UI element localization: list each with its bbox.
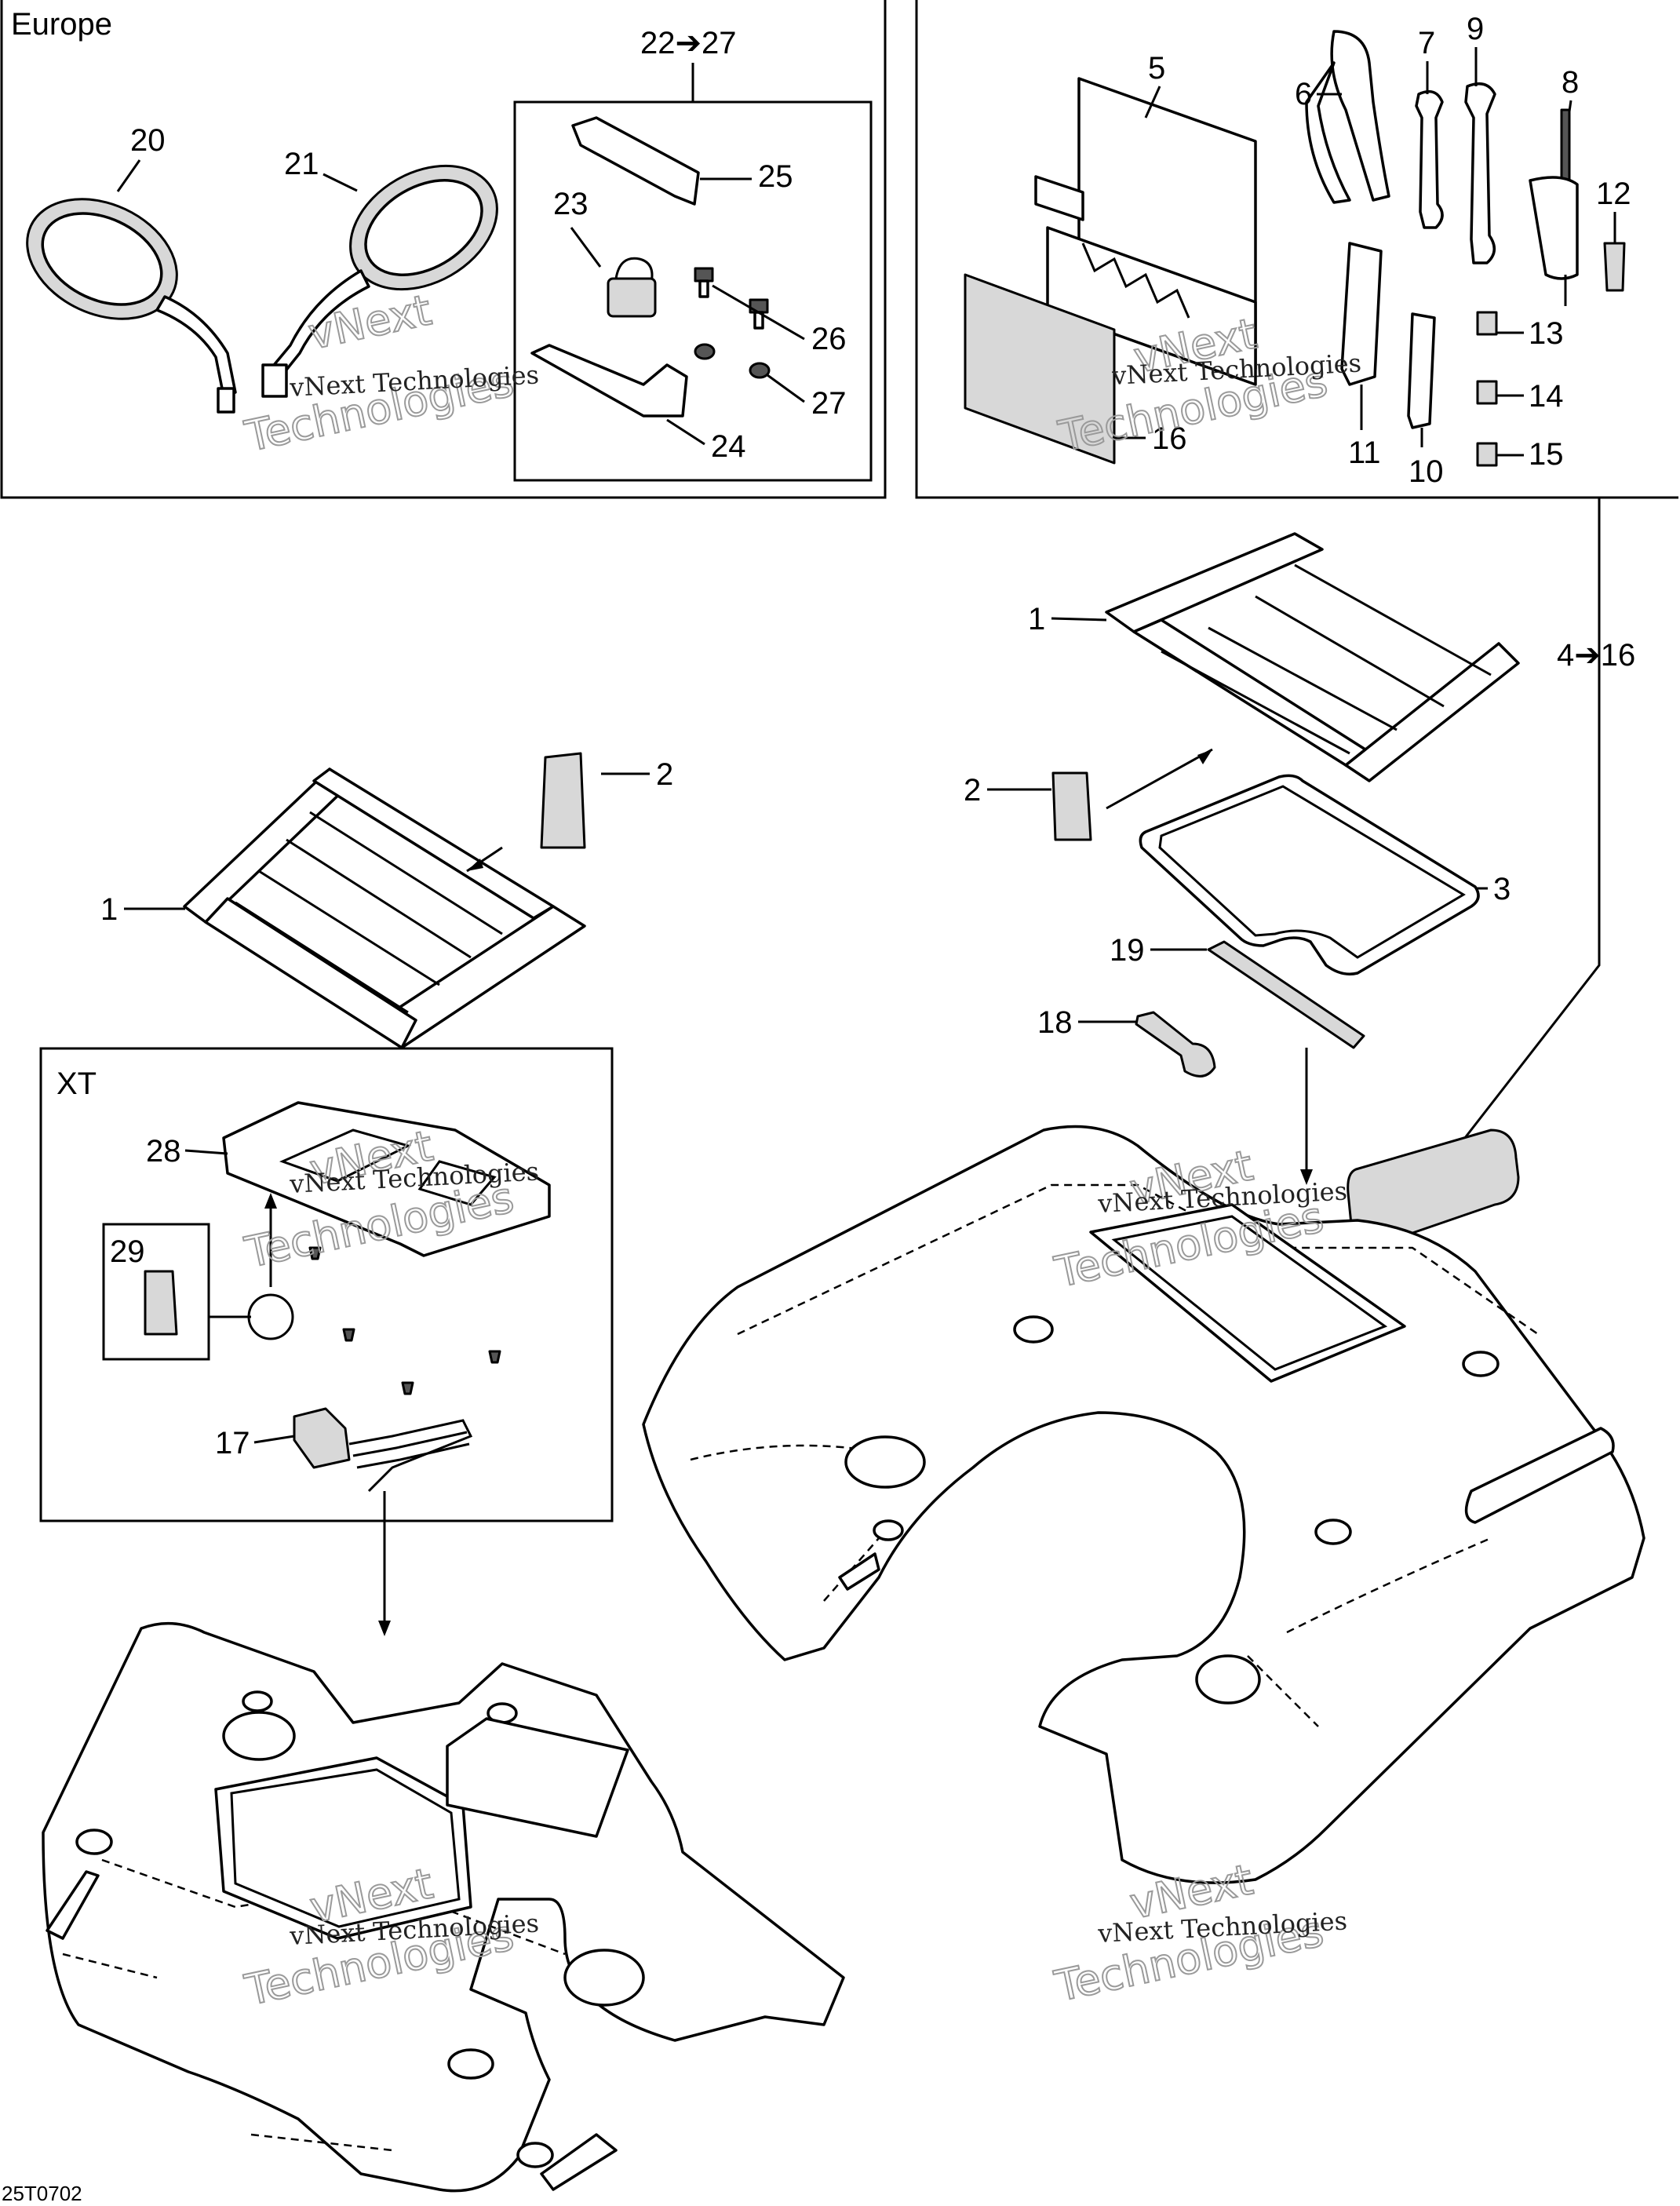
strap-19 <box>1207 940 1365 1049</box>
callout-12: 12 <box>1596 177 1631 211</box>
callout-6: 6 <box>1295 77 1312 111</box>
callout-29: 29 <box>110 1234 145 1269</box>
watermark-bottom-right: vNext Technologies vNext Technologies <box>1050 1854 1348 2012</box>
nuts-27 <box>694 343 771 379</box>
screwdriver-8 <box>1529 108 1579 306</box>
mirror-left <box>26 198 237 414</box>
padlock-23 <box>607 257 657 318</box>
callouts: 20 21 25 23 26 27 24 5 6 7 9 8 12 13 14 … <box>100 12 1631 1460</box>
callout-11: 11 <box>1348 436 1381 470</box>
callout-15: 15 <box>1529 437 1564 472</box>
fuse-puller-12 <box>1603 242 1626 292</box>
wrench-9 <box>1464 82 1496 264</box>
callout-27: 27 <box>811 386 847 421</box>
kit-4-16-leader <box>1433 498 1601 1178</box>
rack-left-1 <box>183 768 586 1049</box>
callout-2-right: 2 <box>964 773 981 808</box>
drawing-reference: 25T0702 <box>2 2182 82 2205</box>
callout-18: 18 <box>1037 1005 1073 1040</box>
callout-20: 20 <box>130 123 166 158</box>
bracket-24 <box>530 344 688 417</box>
socket-wrench-10 <box>1407 312 1436 429</box>
europe-section-label: Europe <box>11 7 112 42</box>
callout-7: 7 <box>1418 26 1435 60</box>
spanner-18 <box>1135 1011 1216 1077</box>
kit-4-16-label: 4➔16 <box>1557 638 1635 673</box>
xt-harness-17 <box>293 1407 473 1636</box>
mirror-right <box>261 164 498 398</box>
callout-5: 5 <box>1148 51 1165 86</box>
callout-23: 23 <box>553 187 589 221</box>
callout-3: 3 <box>1493 872 1511 906</box>
callout-1-right: 1 <box>1028 602 1045 636</box>
kit-22-27-label: 22➔27 <box>640 26 737 60</box>
callout-8: 8 <box>1562 65 1579 100</box>
svg-text:vNext: vNext <box>304 285 435 359</box>
arrow-19-to-body <box>1300 1048 1313 1185</box>
callout-24: 24 <box>711 429 746 464</box>
watermark-rear-body: vNext Technologies vNext Technologies <box>1050 1139 1348 1298</box>
callout-16: 16 <box>1152 421 1187 456</box>
callout-21: 21 <box>284 147 319 181</box>
callout-19: 19 <box>1110 933 1145 968</box>
callout-9: 9 <box>1467 12 1484 46</box>
rack-right-1 <box>1105 532 1520 782</box>
gasket-3 <box>1139 774 1480 975</box>
clip-right-2 <box>1051 748 1213 841</box>
rear-body-panel <box>642 1125 1645 1884</box>
fuses-13-15 <box>1476 311 1498 467</box>
callout-1-left: 1 <box>100 892 118 927</box>
bolts-26 <box>694 267 769 330</box>
callout-26: 26 <box>811 322 847 356</box>
xt-section-label: XT <box>56 1067 97 1101</box>
callout-13: 13 <box>1529 316 1564 351</box>
front-body-panel <box>42 1621 845 2193</box>
label-sheet-16 <box>964 273 1116 465</box>
clip-left-2 <box>466 752 586 873</box>
mount-strap-25 <box>571 116 700 206</box>
tool-bag <box>1046 226 1257 386</box>
callout-2-left: 2 <box>656 757 673 792</box>
wrench-7 <box>1415 89 1444 229</box>
xt-push-rivets <box>308 1246 501 1395</box>
callout-14: 14 <box>1529 379 1564 414</box>
callout-25: 25 <box>758 159 793 194</box>
callout-28: 28 <box>146 1134 181 1169</box>
callout-17: 17 <box>215 1426 250 1460</box>
xt-clip-29 <box>144 1193 294 1340</box>
xt-plate-28 <box>222 1101 551 1257</box>
callout-10: 10 <box>1409 454 1444 489</box>
socket-wrench-11 <box>1340 242 1383 386</box>
pliers-6 <box>1305 30 1390 204</box>
section-frames <box>0 0 1678 1522</box>
tool-roll <box>1347 1129 1520 1250</box>
